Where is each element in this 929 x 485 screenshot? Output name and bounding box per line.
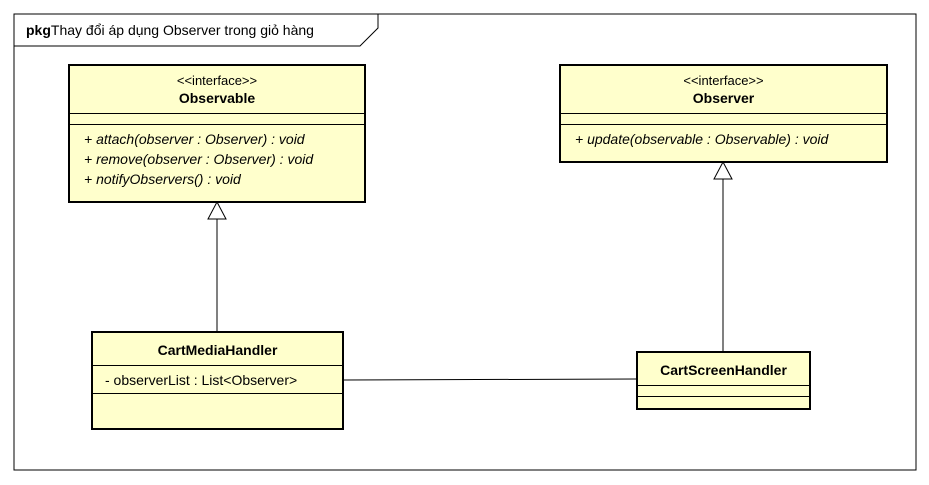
association-line — [343, 378, 638, 381]
class-observer[interactable]: <<interface>> Observer + update(observab… — [559, 64, 888, 163]
operation-notify-observers: + notifyObservers() : void — [84, 171, 241, 187]
class-cart-screen-handler-header: CartScreenHandler — [638, 353, 809, 386]
class-observer-header: <<interface>> Observer — [561, 66, 886, 114]
operation-remove: + remove(observer : Observer) : void — [84, 151, 314, 167]
class-observable-stereotype: <<interface>> — [176, 73, 258, 88]
class-cart-screen-handler-attributes — [638, 386, 809, 397]
class-observable[interactable]: <<interface>> Observable + attach(observ… — [68, 64, 366, 203]
class-observer-name: Observer — [692, 90, 755, 106]
operation-attach: + attach(observer : Observer) : void — [84, 131, 305, 147]
operation-update: + update(observable : Observable) : void — [575, 131, 829, 147]
class-cart-screen-handler-name: CartScreenHandler — [660, 362, 787, 378]
realization-arrowhead-observer — [713, 160, 733, 180]
package-title: pkgThay đổi áp dụng Observer trong giỏ h… — [26, 22, 314, 38]
class-cart-media-handler-name: CartMediaHandler — [157, 342, 278, 358]
realization-arrowhead-observable — [207, 200, 227, 220]
class-observable-operations: + attach(observer : Observer) : void + r… — [70, 125, 364, 193]
class-observer-stereotype: <<interface>> — [683, 73, 764, 88]
class-observable-attributes — [70, 114, 364, 125]
package-keyword: pkg — [26, 22, 51, 38]
class-cart-media-handler-header: CartMediaHandler — [93, 333, 342, 366]
class-observable-name: Observable — [178, 90, 256, 106]
class-observer-operations: + update(observable : Observable) : void — [561, 125, 886, 153]
package-frame — [13, 13, 917, 471]
package-tab — [14, 14, 379, 47]
class-cart-screen-handler[interactable]: CartScreenHandler — [636, 351, 811, 410]
class-cart-media-handler-attributes: - observerList : List<Observer> — [93, 366, 342, 394]
package-name: Thay đổi áp dụng Observer trong giỏ hàng — [50, 22, 314, 38]
attribute-observer-list: - observerList : List<Observer> — [105, 372, 298, 388]
class-cart-media-handler[interactable]: CartMediaHandler - observerList : List<O… — [91, 331, 344, 430]
class-observable-header: <<interface>> Observable — [70, 66, 364, 114]
class-observer-attributes — [561, 114, 886, 125]
class-cart-media-handler-operations — [93, 394, 342, 410]
class-cart-screen-handler-operations — [638, 397, 809, 413]
